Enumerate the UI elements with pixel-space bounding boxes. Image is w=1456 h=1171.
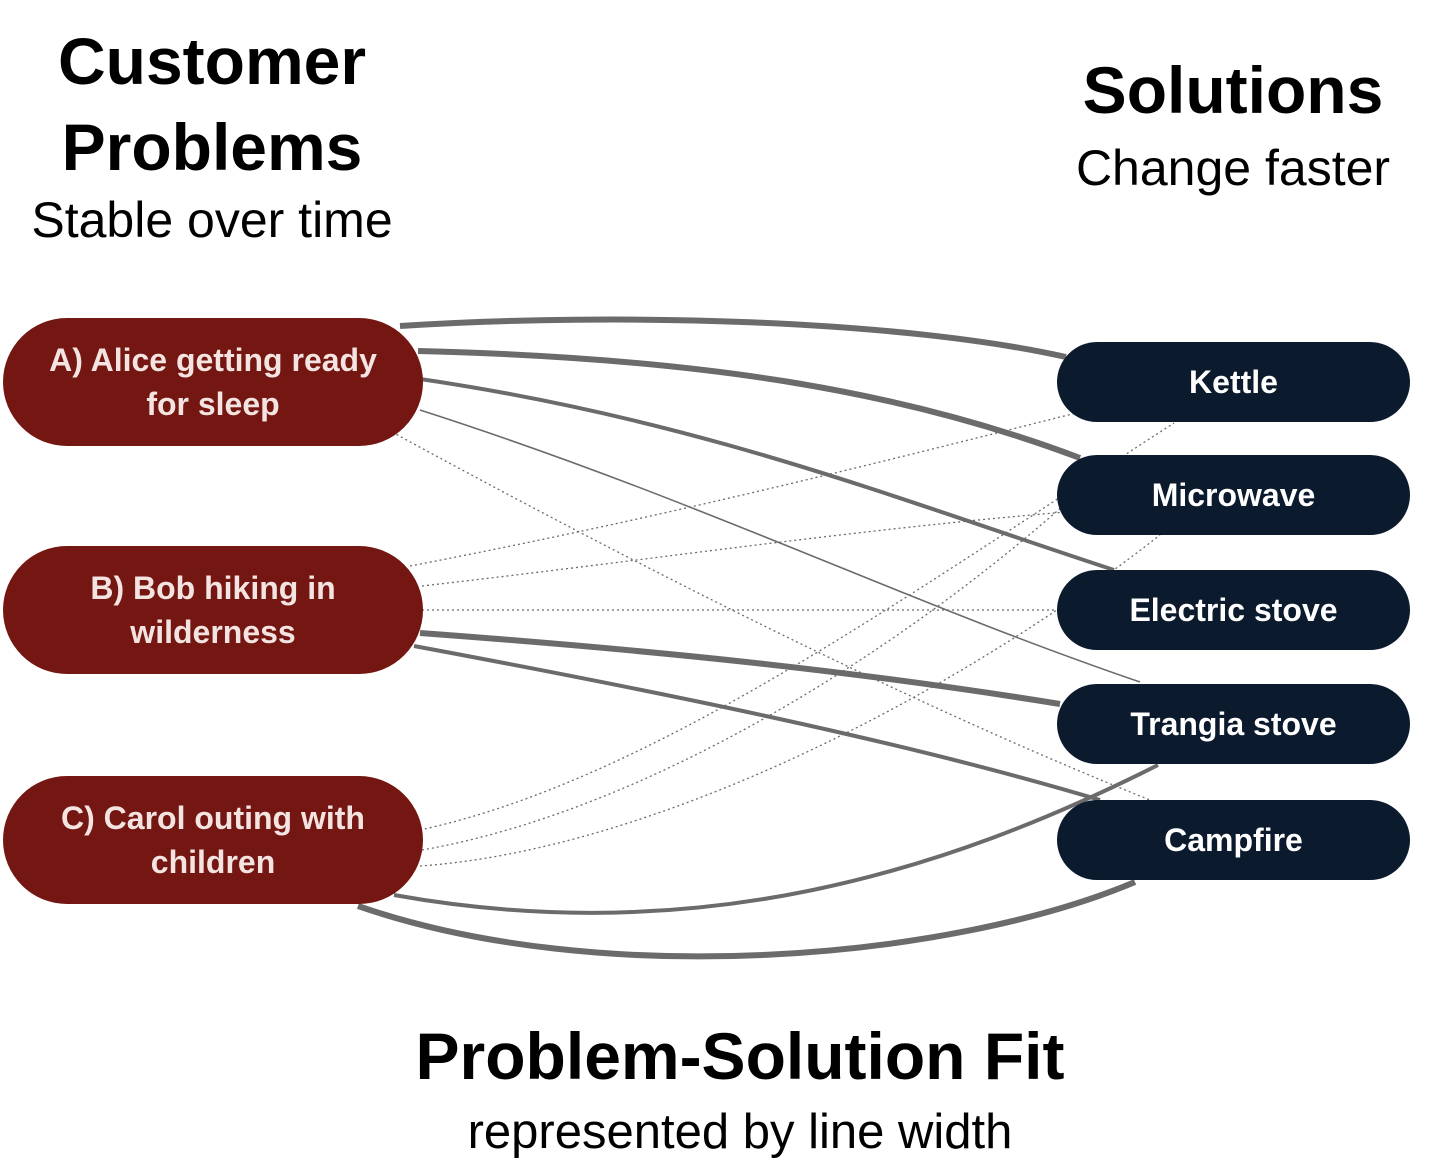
problem-box-carol: C) Carol outing with children xyxy=(3,776,423,904)
fit-link-c-kettle xyxy=(419,422,1175,831)
fit-link-a-trangia-stove xyxy=(419,409,1141,683)
solution-box-kettle: Kettle xyxy=(1057,342,1410,422)
fit-link-a-kettle xyxy=(399,316,1067,360)
fit-link-b-trangia-stove xyxy=(419,630,1061,707)
fit-link-c-microwave xyxy=(421,504,1065,851)
fit-link-c-trangia-stove xyxy=(393,763,1159,915)
customer-problems-heading: Customer Problems xyxy=(57,24,367,184)
diagram-subtitle: represented by line width xyxy=(467,1105,1013,1159)
fit-link-b-kettle xyxy=(409,411,1081,567)
solution-box-campfire: Campfire xyxy=(1057,800,1410,880)
fit-link-c-electric-stove xyxy=(419,534,1161,867)
problem-box-bob: B) Bob hiking in wilderness xyxy=(3,546,423,674)
fit-link-b-microwave xyxy=(421,511,1067,587)
fit-link-c-campfire xyxy=(357,879,1137,960)
solution-box-trangia-stove: Trangia stove xyxy=(1057,684,1410,764)
diagram-title: Problem-Solution Fit xyxy=(415,1019,1065,1093)
customer-problems-subheading: Stable over time xyxy=(31,192,393,248)
problem-box-alice: A) Alice getting ready for sleep xyxy=(3,318,423,446)
solutions-subheading: Change faster xyxy=(1075,140,1391,196)
solutions-heading: Solutions xyxy=(1082,53,1384,127)
solution-box-microwave: Microwave xyxy=(1057,455,1410,535)
solution-box-electric-stove: Electric stove xyxy=(1057,570,1410,650)
fit-link-a-campfire xyxy=(391,431,1151,801)
fit-link-a-electric-stove xyxy=(419,377,1115,572)
fit-link-b-campfire xyxy=(413,644,1101,802)
fit-link-a-microwave xyxy=(417,348,1082,461)
